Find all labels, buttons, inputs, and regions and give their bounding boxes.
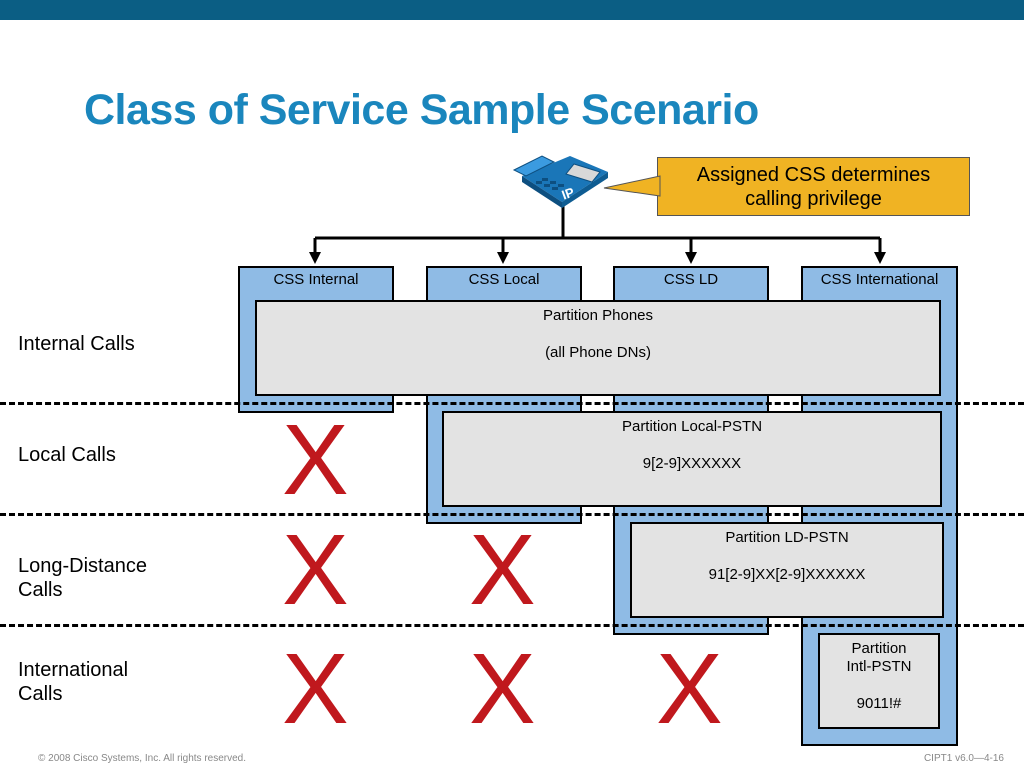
- partition-ld-name: Partition LD-PSTN: [725, 529, 849, 546]
- header-bar: [0, 0, 1024, 20]
- partition-ld-pstn: Partition LD-PSTN 91[2-9]XX[2-9]XXXXXX: [630, 522, 944, 618]
- partition-local-detail: 9[2-9]XXXXXX: [642, 455, 742, 472]
- partition-intl-line-1: Partition: [851, 640, 907, 657]
- partition-phones-name: Partition Phones: [542, 307, 654, 324]
- footer-slide-id: CIPT1 v6.0—4-16: [923, 753, 1004, 764]
- row-separator-1: [0, 402, 1024, 405]
- partition-phones-detail: (all Phone DNs): [545, 344, 651, 361]
- arrow-css-internal: [309, 252, 321, 264]
- row-separator-3: [0, 624, 1024, 627]
- blocked-mark-internal-local: X: [282, 404, 349, 516]
- ip-badge: IP: [560, 184, 577, 202]
- blocked-mark-internal-intl: X: [282, 633, 349, 745]
- slide-title: Class of Service Sample Scenario: [84, 86, 759, 134]
- css-local-label: CSS Local: [468, 271, 540, 288]
- arrow-css-international: [874, 252, 886, 264]
- row-label-ld: Long-Distance Calls: [18, 554, 147, 602]
- callout-line-1: Assigned CSS determines: [696, 164, 931, 186]
- row-label-internal: Internal Calls: [18, 333, 135, 355]
- css-ld-label: CSS LD: [663, 271, 719, 288]
- blocked-mark-internal-ld: X: [282, 514, 349, 626]
- footer-copyright: © 2008 Cisco Systems, Inc. All rights re…: [38, 753, 247, 764]
- partition-phones: Partition Phones (all Phone DNs): [255, 300, 941, 396]
- row-label-intl-line-1: International: [18, 659, 129, 681]
- row-label-intl-line-2: Calls: [18, 683, 63, 705]
- partition-local-name: Partition Local-PSTN: [621, 418, 763, 435]
- partition-intl-detail: 9011!#: [856, 695, 902, 712]
- row-label-intl: International Calls: [18, 658, 128, 706]
- row-label-local: Local Calls: [18, 444, 116, 466]
- callout-box: Assigned CSS determines calling privileg…: [657, 157, 970, 216]
- blocked-mark-local-ld: X: [469, 514, 536, 626]
- row-separator-2: [0, 513, 1024, 516]
- row-label-ld-line-1: Long-Distance: [18, 555, 147, 577]
- arrow-css-ld: [685, 252, 697, 264]
- blocked-mark-local-intl: X: [469, 633, 536, 745]
- ip-phone-icon: IP: [508, 146, 614, 217]
- arrow-css-local: [497, 252, 509, 264]
- css-international-label: CSS International: [820, 271, 939, 288]
- callout-line-2: calling privilege: [745, 188, 882, 210]
- blocked-mark-ld-intl: X: [656, 633, 723, 745]
- partition-local-pstn: Partition Local-PSTN 9[2-9]XXXXXX: [442, 411, 942, 507]
- partition-intl-pstn: Partition Intl-PSTN 9011!#: [818, 633, 940, 729]
- partition-ld-detail: 91[2-9]XX[2-9]XXXXXX: [708, 566, 866, 583]
- css-internal-label: CSS Internal: [273, 271, 359, 288]
- partition-intl-line-2: Intl-PSTN: [846, 658, 912, 675]
- callout-pointer: [603, 175, 661, 197]
- row-label-ld-line-2: Calls: [18, 579, 63, 601]
